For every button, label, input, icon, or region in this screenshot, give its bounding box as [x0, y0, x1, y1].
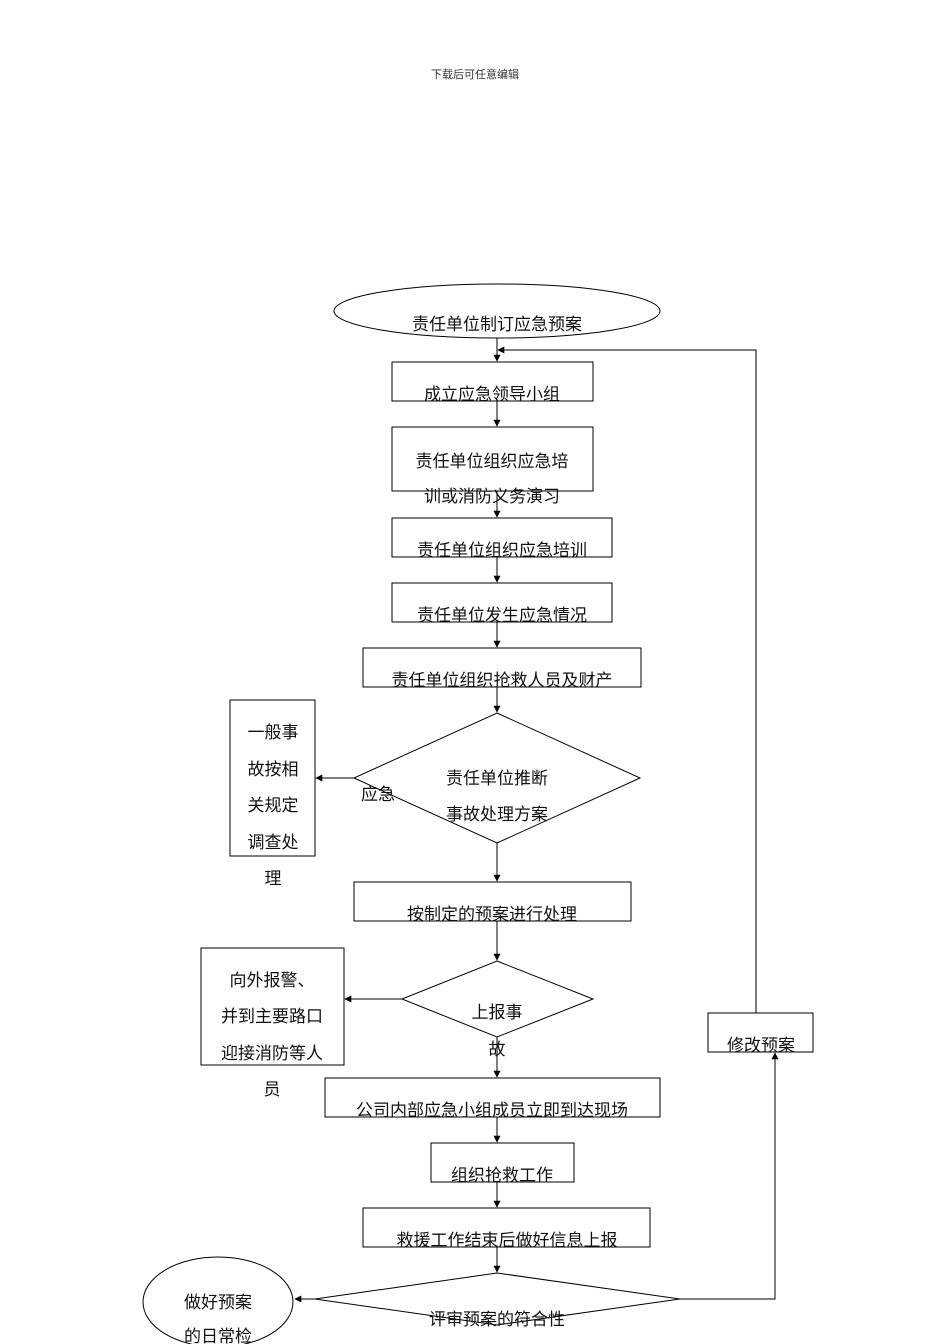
side2-label-line4: 员	[264, 1080, 281, 1100]
end-label-line1: 做好预案	[184, 1293, 252, 1313]
decision2-label-line1: 上报事	[472, 1003, 523, 1023]
step4-box	[391, 582, 613, 623]
step1-label: 成立应急领导小组	[424, 385, 560, 405]
step3-box	[391, 517, 613, 558]
step6-label: 按制定的预案进行处理	[407, 905, 577, 925]
step2-label-line1: 责任单位组织应急培	[416, 452, 569, 472]
step9-box	[362, 1207, 651, 1248]
step7-label: 公司内部应急小组成员立即到达现场	[356, 1101, 628, 1121]
end-label-line2: 的日常检	[184, 1327, 252, 1344]
decision3-diamond	[314, 1272, 681, 1326]
revise-box	[707, 1012, 814, 1053]
start-label: 责任单位制订应急预案	[412, 315, 582, 335]
decision1-label-line1: 责任单位推断	[446, 769, 548, 789]
step5-label: 责任单位组织抢救人员及财产	[392, 671, 613, 691]
decision2-label-line2: 故	[489, 1040, 506, 1060]
connector-revise-loop	[497, 346, 757, 1013]
step4-label: 责任单位发生应急情况	[417, 606, 587, 626]
side2-label-line3: 迎接消防等人	[221, 1044, 323, 1064]
step9-label: 救援工作结束后做好信息上报	[397, 1231, 618, 1251]
side1-label-line2: 故按相	[248, 760, 299, 780]
side1-label-line3: 关规定	[248, 796, 299, 816]
connector-decision3-revise	[680, 1052, 779, 1300]
side1-label-line1: 一般事	[248, 723, 299, 743]
decision1-branch-label: 应急	[361, 785, 395, 805]
revise-label: 修改预案	[727, 1036, 795, 1056]
step8-label: 组织抢救工作	[451, 1166, 553, 1186]
decision3-label: 评审预案的符合性	[429, 1310, 565, 1330]
step6-box	[353, 881, 632, 922]
side1-box	[229, 699, 316, 857]
side1-label-line4: 调查处	[248, 833, 299, 853]
page-header-note: 下载后可任意编辑	[431, 68, 519, 81]
step1-box	[391, 361, 594, 402]
side2-box	[200, 947, 345, 1066]
side1-label-line5: 理	[265, 869, 282, 889]
step5-box	[362, 647, 642, 688]
side2-label-line2: 并到主要路口	[221, 1007, 323, 1027]
decision2-diamond	[400, 960, 595, 1038]
step7-box	[324, 1077, 661, 1118]
step2-box	[391, 426, 594, 492]
step8-box	[430, 1142, 575, 1183]
side2-label-line1: 向外报警、	[230, 971, 315, 991]
step3-label: 责任单位组织应急培训	[417, 541, 587, 561]
end-node	[142, 1256, 294, 1344]
decision1-label-line2: 事故处理方案	[446, 805, 548, 825]
step2-label-line2: 训或消防义务演习	[424, 487, 560, 507]
